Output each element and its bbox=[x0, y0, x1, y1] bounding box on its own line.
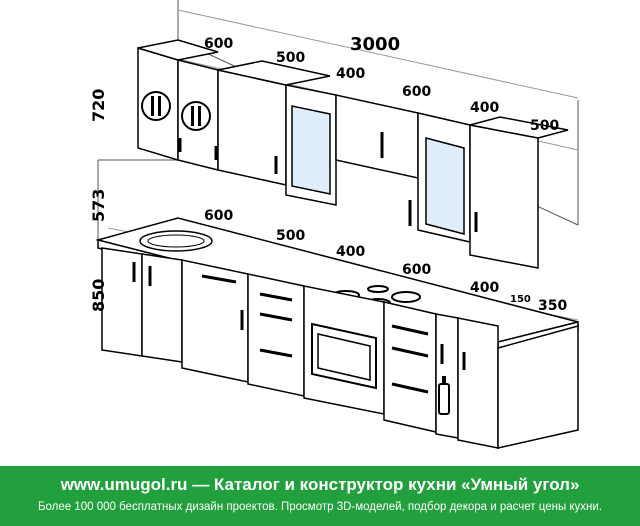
height-label-backsplash: 573 bbox=[89, 189, 108, 222]
cutlery-icon bbox=[141, 91, 211, 131]
height-label-lower: 850 bbox=[89, 279, 108, 312]
oven bbox=[311, 322, 377, 390]
total-width-label: 3000 bbox=[350, 34, 400, 55]
sink bbox=[139, 230, 213, 252]
height-label-upper: 720 bbox=[89, 89, 108, 122]
upper-width-label: 600 bbox=[204, 36, 233, 52]
counter-width-label: 600 bbox=[204, 208, 233, 224]
counter-width-label: 150 bbox=[510, 294, 531, 305]
handles bbox=[132, 132, 478, 394]
footer-headline-line: www.umugol.ru — Каталог и конструктор ку… bbox=[0, 474, 640, 496]
footer-headline: Каталог и конструктор кухни «Умный угол» bbox=[213, 475, 580, 494]
upper-width-label: 400 bbox=[336, 66, 365, 82]
site-link[interactable]: www.umugol.ru bbox=[60, 475, 188, 494]
footer-banner: www.umugol.ru — Каталог и конструктор ку… bbox=[0, 466, 640, 526]
upper-width-label: 400 bbox=[470, 100, 499, 116]
counter-width-label: 350 bbox=[538, 298, 567, 314]
upper-cabinets bbox=[137, 39, 569, 269]
counter-width-label: 400 bbox=[336, 244, 365, 260]
counter-width-label: 500 bbox=[276, 228, 305, 244]
kitchen-drawing: 3000 600 500 400 600 400 500 600 500 400… bbox=[89, 0, 579, 449]
counter-width-label: 400 bbox=[470, 280, 499, 296]
glass-doors bbox=[291, 105, 465, 235]
bottle-icon bbox=[438, 376, 450, 415]
footer-dash: — bbox=[192, 475, 210, 494]
footer-subline: Более 100 000 бесплатных дизайн проектов… bbox=[37, 501, 603, 513]
upper-width-label: 500 bbox=[276, 50, 305, 66]
upper-width-label: 500 bbox=[530, 118, 559, 134]
upper-width-label: 600 bbox=[402, 84, 431, 100]
counter-width-label: 600 bbox=[402, 262, 431, 278]
